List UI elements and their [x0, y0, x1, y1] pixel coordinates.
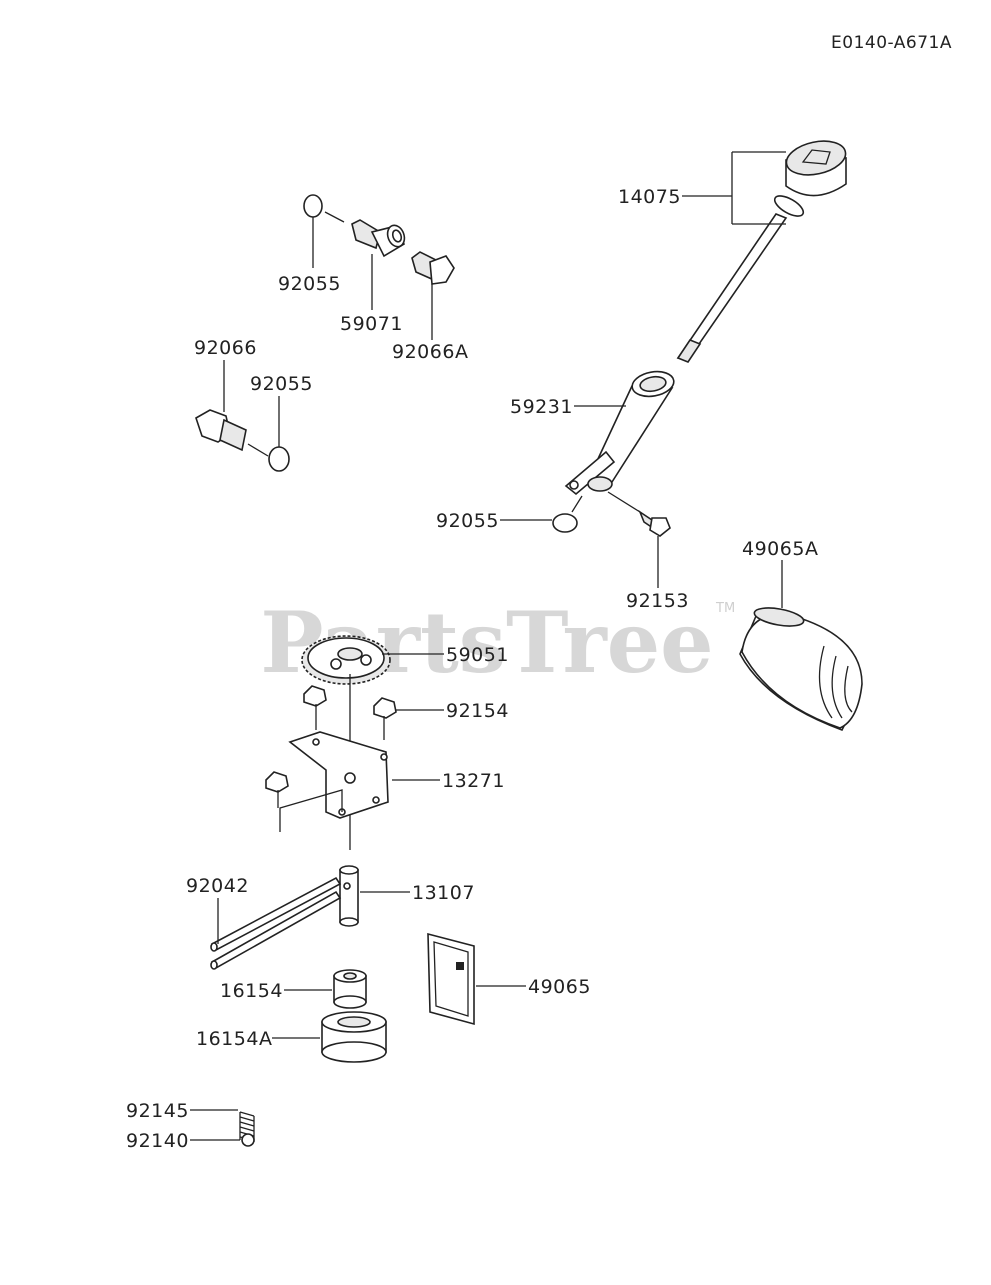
part-bolt-13271-small[interactable]	[265, 771, 343, 832]
callout-label-92153: 92153	[626, 590, 689, 612]
callout-13271[interactable]: 13271	[392, 770, 505, 792]
part-bolt-92154-right[interactable]	[373, 697, 397, 740]
callout-label-92140: 92140	[126, 1130, 189, 1152]
callout-label-16154: 16154	[220, 980, 283, 1002]
part-oring-92055-center[interactable]	[552, 513, 578, 533]
part-drain-plug-92066[interactable]	[195, 409, 247, 452]
callout-92042[interactable]: 92042	[186, 875, 249, 944]
callout-92055-top[interactable]: 92055	[278, 211, 345, 295]
part-fitting-59071[interactable]	[351, 219, 407, 258]
callout-92145[interactable]: 92145	[126, 1100, 238, 1122]
callout-92140[interactable]: 92140	[126, 1130, 240, 1152]
callout-label-92042: 92042	[186, 875, 249, 897]
callout-49065[interactable]: 49065	[476, 976, 591, 998]
part-filler-tube-59231[interactable]	[564, 369, 676, 496]
part-oil-filter-49065a[interactable]	[739, 605, 863, 731]
part-bolt-92153[interactable]	[638, 509, 671, 537]
callout-label-59071: 59071	[340, 313, 403, 335]
callout-label-49065a: 49065A	[742, 538, 818, 560]
part-outer-rotor-16154a[interactable]	[321, 1011, 387, 1063]
callout-label-92066a: 92066A	[392, 341, 468, 363]
callout-label-92055-top: 92055	[278, 273, 341, 295]
callout-59071[interactable]: 59071	[340, 254, 403, 335]
callout-92153[interactable]: 92153	[607, 491, 689, 612]
callout-16154[interactable]: 16154	[220, 980, 332, 1002]
watermark-trademark: TM	[715, 601, 735, 616]
callout-label-49065: 49065	[528, 976, 591, 998]
callout-label-16154a: 16154A	[196, 1028, 272, 1050]
callout-92154[interactable]: 92154	[396, 700, 509, 722]
part-gear-59051[interactable]	[301, 635, 391, 685]
part-ball-92140[interactable]	[241, 1133, 255, 1147]
part-shaft-13107[interactable]	[339, 865, 359, 927]
callout-label-14075: 14075	[618, 186, 681, 208]
callout-92066a[interactable]: 92066A	[392, 284, 468, 363]
callout-label-59231: 59231	[510, 396, 573, 418]
callout-label-92055-left: 92055	[250, 373, 313, 395]
part-oring-92055-left[interactable]	[268, 446, 290, 472]
part-bolt-92154-left[interactable]	[303, 685, 327, 730]
callout-59231[interactable]: 59231	[510, 396, 626, 418]
callout-92055-left[interactable]: 92055	[247, 373, 313, 457]
callout-label-13271: 13271	[442, 770, 505, 792]
callout-label-92066: 92066	[194, 337, 257, 359]
part-pin-92042[interactable]	[210, 876, 342, 970]
callout-92066[interactable]: 92066	[194, 337, 257, 412]
callout-14075[interactable]: 14075	[618, 151, 786, 225]
callout-label-92055-center: 92055	[436, 510, 499, 532]
diagram-code: E0140-A671A	[831, 33, 952, 53]
callout-label-92154: 92154	[446, 700, 509, 722]
part-gasket-49065[interactable]	[427, 932, 475, 1026]
part-plug-92066a[interactable]	[411, 251, 455, 285]
callout-label-92145: 92145	[126, 1100, 189, 1122]
callout-13107[interactable]: 13107	[360, 882, 475, 904]
part-dipstick[interactable]	[676, 136, 849, 363]
part-plate-13271[interactable]	[288, 731, 389, 819]
callout-16154a[interactable]: 16154A	[196, 1028, 320, 1050]
part-oring-92055-top[interactable]	[303, 194, 323, 218]
callout-49065a[interactable]: 49065A	[742, 538, 818, 608]
part-inner-rotor-16154[interactable]	[333, 969, 367, 1009]
callout-92055-center[interactable]: 92055	[436, 495, 583, 532]
callout-label-59051: 59051	[446, 644, 509, 666]
callout-label-13107: 13107	[412, 882, 475, 904]
